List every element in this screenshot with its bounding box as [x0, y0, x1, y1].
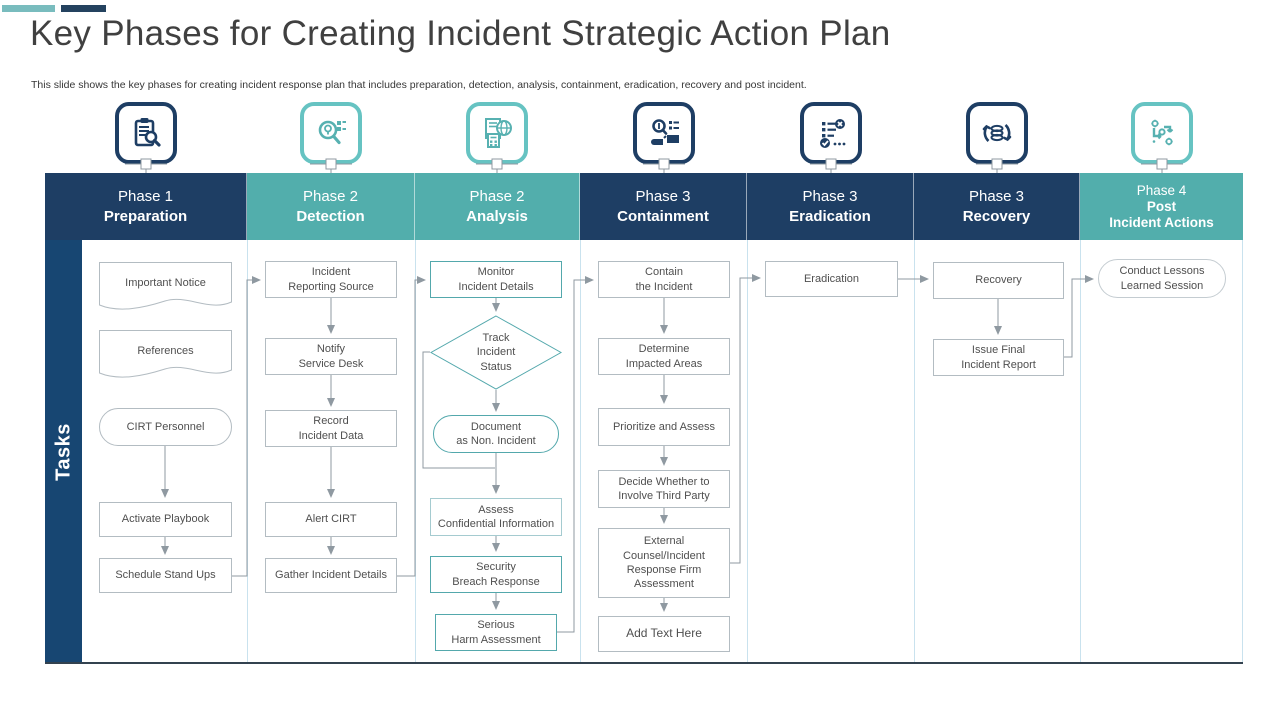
task-box-notify-service-desk: Notify Service Desk — [265, 338, 397, 375]
task-box-determine-impacted-areas: Determine Impacted Areas — [598, 338, 730, 375]
task-box-document-as-non-incident: Document as Non. Incident — [433, 415, 559, 453]
checklist-remove-icon — [820, 119, 846, 148]
column-separator — [580, 240, 581, 663]
task-box-monitor-incident-details: Monitor Incident Details — [430, 261, 562, 298]
column-separator — [247, 240, 248, 663]
task-box-add-text-here: Add Text Here — [598, 616, 730, 652]
analysis-phase-icon — [466, 102, 528, 164]
phase-name: Eradication — [789, 207, 871, 225]
phase-name: Preparation — [103, 207, 188, 225]
table-right-border — [1242, 240, 1243, 663]
phase-header-preparation: Phase 1 Preparation — [45, 173, 247, 240]
inspect-list-icon — [651, 119, 679, 145]
task-box-contain-the-incident: Contain the Incident — [598, 261, 730, 298]
page-title: Key Phases for Creating Incident Strateg… — [30, 14, 891, 53]
sync-coins-icon — [982, 124, 1012, 142]
phase-header-containment: Phase 3 Containment — [580, 173, 747, 240]
tasks-axis-label: Tasks — [52, 422, 74, 481]
phase-number: Phase 2 — [302, 187, 359, 205]
task-box-prioritize-and-assess: Prioritize and Assess — [598, 408, 730, 446]
task-box-gather-incident-details: Gather Incident Details — [265, 558, 397, 593]
task-box-cirt-personnel: CIRT Personnel — [99, 408, 232, 446]
task-box-conduct-lessons-learned-session: Conduct Lessons Learned Session — [1098, 259, 1226, 298]
column-separator — [914, 240, 915, 663]
task-box-external-counsel-assessment: External Counsel/Incident Response Firm … — [598, 528, 730, 598]
phase-number: Phase 3 — [968, 187, 1025, 205]
phase-number: Phase 1 — [117, 187, 174, 205]
phase-name: Detection — [296, 207, 365, 225]
phase-header-post-incident: Phase 4 Post Incident Actions — [1080, 173, 1243, 240]
column-separator — [747, 240, 748, 663]
task-box-alert-cirt: Alert CIRT — [265, 502, 397, 537]
phase-number: Phase 4 — [1136, 182, 1187, 198]
task-box-assess-confidential-information: Assess Confidential Information — [430, 498, 562, 536]
task-box-important-notice: Important Notice — [99, 262, 232, 314]
magnifier-bulb-icon — [318, 120, 346, 145]
detection-phase-icon — [300, 102, 362, 164]
phase-header-detection: Phase 2 Detection — [247, 173, 415, 240]
phase-number: Phase 3 — [802, 187, 858, 205]
task-box-recovery: Recovery — [933, 262, 1064, 299]
task-box-activate-playbook: Activate Playbook — [99, 502, 232, 537]
document-calculator-globe-icon — [485, 118, 512, 148]
post-incident-phase-icon — [1131, 102, 1193, 164]
phase-header-recovery: Phase 3 Recovery — [914, 173, 1080, 240]
column-separator — [1080, 240, 1081, 663]
accent-bar-navy — [61, 5, 106, 12]
task-box-record-incident-data: Record Incident Data — [265, 410, 397, 447]
clipboard-search-icon — [134, 118, 161, 147]
task-box-issue-final-incident-report: Issue Final Incident Report — [933, 339, 1064, 376]
eradication-phase-icon — [800, 102, 862, 164]
phase-name: Containment — [617, 207, 709, 225]
page-subtitle: This slide shows the key phases for crea… — [31, 79, 807, 91]
decision-track-incident-status: Track Incident Status — [430, 315, 562, 390]
phase-number: Phase 3 — [635, 187, 691, 205]
task-box-references: References — [99, 330, 232, 382]
process-flow-gears-icon — [1151, 119, 1174, 146]
phase-header-eradication: Phase 3 Eradication — [747, 173, 914, 240]
task-box-eradication: Eradication — [765, 261, 898, 297]
task-box-incident-reporting-source: Incident Reporting Source — [265, 261, 397, 298]
recovery-phase-icon — [966, 102, 1028, 164]
tasks-axis-bar: Tasks — [45, 240, 82, 663]
phase-header-analysis: Phase 2 Analysis — [415, 173, 580, 240]
task-box-security-breach-response: Security Breach Response — [430, 556, 562, 593]
phase-name: Post Incident Actions — [1109, 198, 1214, 230]
phase-number: Phase 2 — [469, 187, 525, 205]
table-bottom-border — [45, 662, 1243, 664]
task-box-decide-whether-to-involve-third-party: Decide Whether to Involve Third Party — [598, 470, 730, 508]
accent-bar-teal — [2, 5, 55, 12]
column-separator — [415, 240, 416, 663]
phase-name: Analysis — [466, 207, 528, 225]
containment-phase-icon — [633, 102, 695, 164]
task-box-serious-harm-assessment: Serious Harm Assessment — [435, 614, 557, 651]
preparation-phase-icon — [115, 102, 177, 164]
phase-name: Recovery — [962, 207, 1031, 225]
task-box-schedule-stand-ups: Schedule Stand Ups — [99, 558, 232, 593]
